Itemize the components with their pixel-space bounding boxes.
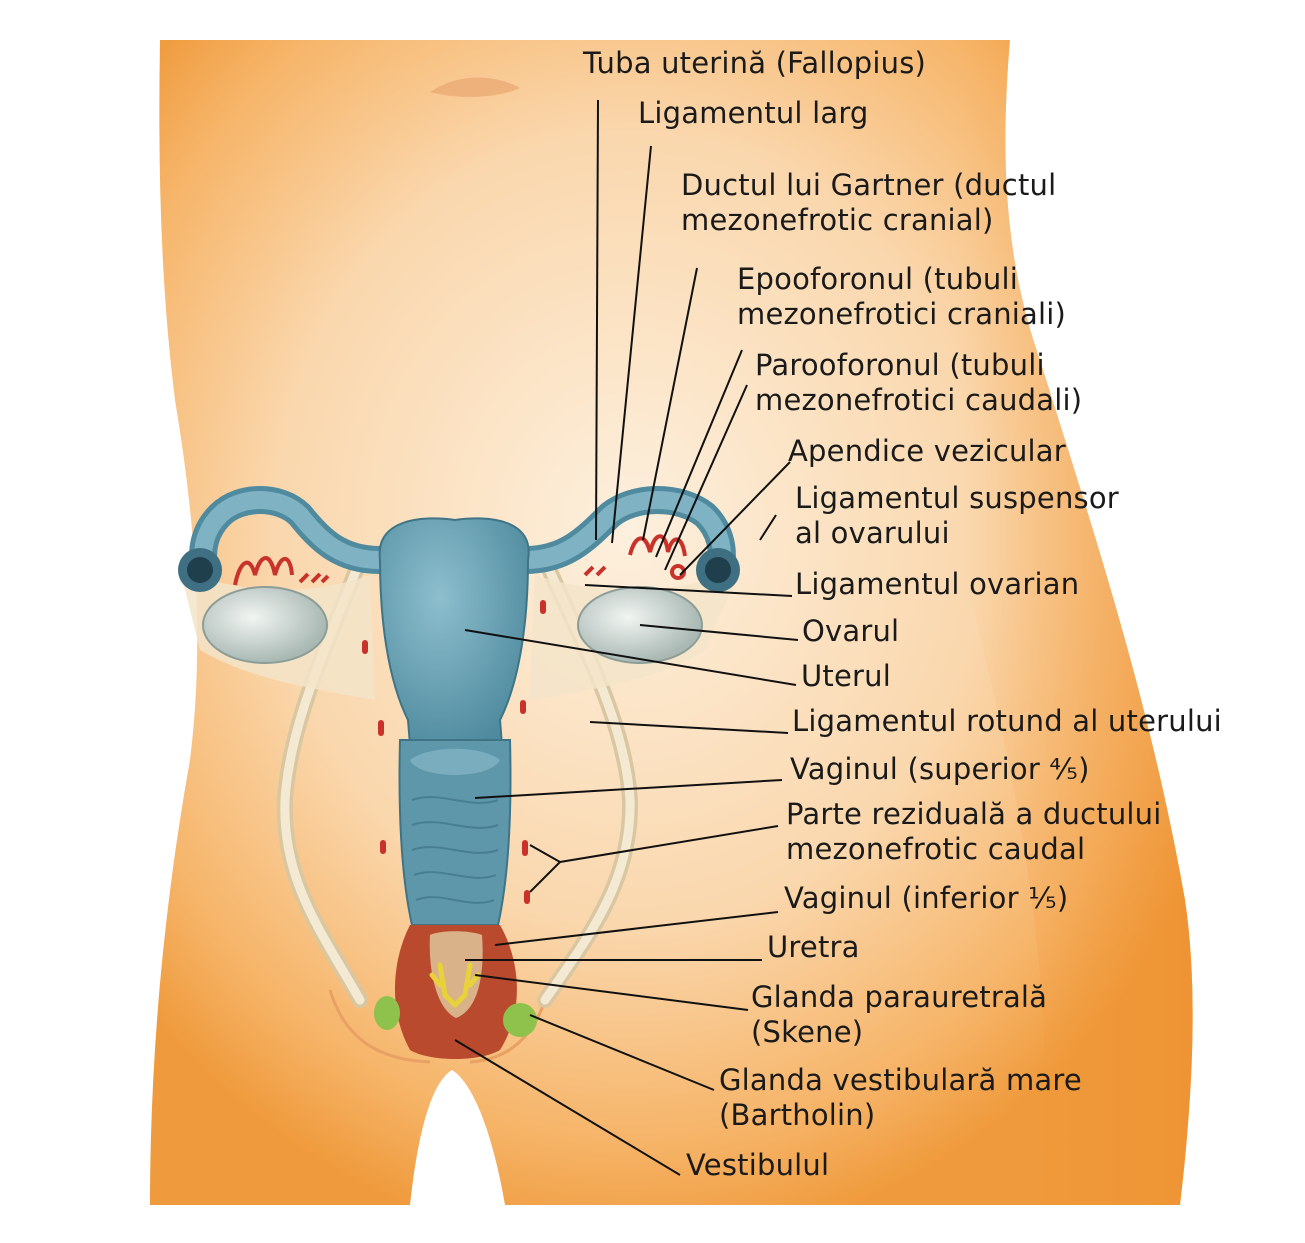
fimbriae	[178, 548, 740, 592]
label-uretra: Uretra	[767, 930, 860, 964]
label-ovarul: Ovarul	[802, 614, 900, 648]
duct-remnants	[362, 600, 546, 904]
uterus	[378, 517, 530, 746]
fallopian-tubes	[189, 486, 736, 584]
label-glanda-parauretrala: Glanda parauretrală(Skene)	[751, 980, 1048, 1049]
navel	[430, 77, 520, 97]
label-vaginul-superior: Vaginul (superior ⁴⁄₅)	[790, 752, 1090, 786]
leg-gap	[410, 1070, 505, 1205]
label-vaginul-inferior: Vaginul (inferior ¹⁄₅)	[784, 881, 1069, 915]
label-tuba-uterina: Tuba uterină (Fallopius)	[583, 46, 927, 80]
label-glanda-vestibulara: Glanda vestibulară mare(Bartholin)	[719, 1063, 1082, 1132]
label-apendice-vezicular: Apendice vezicular	[788, 434, 1066, 468]
leader-lines	[454, 99, 799, 1176]
label-ligamentul-ovarian: Ligamentul ovarian	[795, 567, 1080, 601]
label-uterul: Uterul	[801, 659, 891, 693]
paraurethral-glands	[429, 962, 481, 1008]
label-ligamentul-larg: Ligamentul larg	[638, 96, 869, 130]
label-ligamentul-rotund: Ligamentul rotund al uterului	[792, 704, 1222, 738]
label-vestibulul: Vestibulul	[686, 1148, 830, 1182]
bartholin-glands	[374, 996, 537, 1037]
ovary-left	[202, 586, 328, 664]
vagina	[398, 739, 512, 926]
